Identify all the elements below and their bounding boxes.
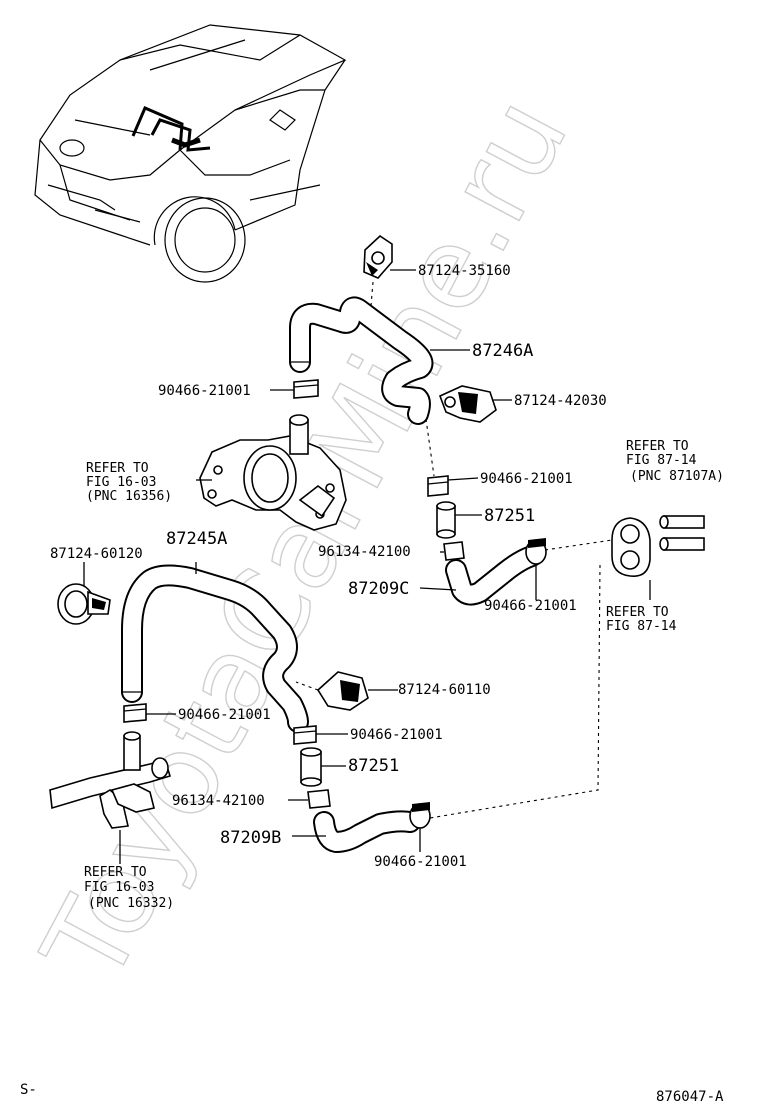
part-labels: 87124-35160 87246A 90466-21001 87124-420… [50, 263, 724, 911]
label-96134-lower: 96134-42100 [172, 793, 265, 809]
label-87124-60120: 87124-60120 [50, 546, 143, 562]
band-clamp-mid-right [427, 475, 449, 497]
hose-87246a [289, 296, 434, 425]
label-87209c: 87209C [348, 579, 409, 599]
label-90466-bottom: 90466-21001 [374, 854, 467, 870]
label-90466-top: 90466-21001 [158, 383, 251, 399]
hose-87209b [313, 810, 421, 853]
grommet-87-14 [611, 517, 651, 577]
label-87246a: 87246A [472, 341, 533, 361]
clip-87124-42030 [438, 385, 497, 423]
label-87124-60110: 87124-60110 [398, 682, 491, 698]
hose-clip-96134-upper [443, 541, 465, 561]
label-90466-mid-right: 90466-21001 [480, 471, 573, 487]
label-90466-left: 90466-21001 [178, 707, 271, 723]
label-87251-lower: 87251 [348, 756, 399, 776]
label-refer-87-14-a-line2: FIG 87-14 [626, 453, 697, 468]
pipe-87251-lower [300, 747, 322, 787]
figure-number: 876047-A [656, 1089, 724, 1105]
heater-pipes-87-14 [659, 515, 705, 551]
band-clamp-left [123, 703, 147, 723]
label-refer-87-14-a-line3: (PNC 87107A) [630, 469, 724, 484]
clip-87124-35160 [363, 234, 393, 279]
label-87124-42030: 87124-42030 [514, 393, 607, 409]
hose-clip-96134-lower [307, 789, 331, 809]
hose-clamp-bottom [409, 802, 431, 829]
label-96134-upper: 96134-42100 [318, 544, 411, 560]
label-87124-35160: 87124-35160 [418, 263, 511, 279]
label-refer-87-14-b-line2: FIG 87-14 [606, 619, 677, 634]
hose-87245a [121, 564, 309, 733]
water-outlet-housing [199, 414, 347, 531]
label-refer-16-03-a-line2: FIG 16-03 [86, 475, 156, 490]
label-87209b: 87209B [220, 828, 281, 848]
label-refer-87-14-a-line1: REFER TO [626, 439, 689, 454]
clip-87124-60120 [57, 583, 111, 625]
vehicle-overview-illustration [34, 24, 347, 283]
label-refer-87-14-b-line1: REFER TO [606, 605, 669, 620]
band-clamp-top [293, 379, 319, 399]
label-refer-16-03-b-line3: (PNC 16332) [88, 896, 174, 911]
footer-left-code: S- [20, 1082, 37, 1098]
label-90466-c-right: 90466-21001 [484, 598, 577, 614]
clip-87124-60110 [316, 671, 369, 711]
label-87245a: 87245A [166, 529, 227, 549]
hose-clamp-c-right [525, 538, 547, 565]
label-87251-upper: 87251 [484, 506, 535, 526]
label-refer-16-03-b-line2: FIG 16-03 [84, 880, 154, 895]
label-refer-16-03-a-line1: REFER TO [86, 461, 149, 476]
label-refer-16-03-b-line1: REFER TO [84, 865, 147, 880]
label-90466-lower: 90466-21001 [350, 727, 443, 743]
water-pipe-assembly [49, 731, 172, 829]
pipe-87251-upper [436, 501, 456, 539]
hose-87209c [445, 545, 543, 606]
band-clamp-lower [293, 725, 317, 745]
leader-lines [83, 269, 651, 864]
label-refer-16-03-a-line3: (PNC 16356) [86, 489, 172, 504]
